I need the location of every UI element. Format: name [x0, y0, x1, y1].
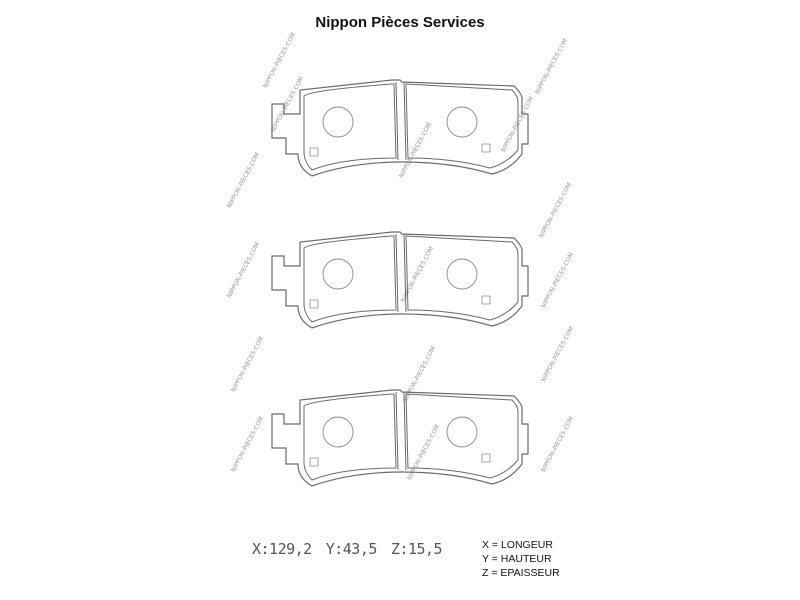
brake-pad-view-2: [271, 231, 529, 329]
brake-pad-view-3: [271, 389, 529, 487]
legend-z: Z = EPAISSEUR: [482, 567, 560, 579]
legend-y: Y = HAUTEUR: [482, 553, 552, 565]
dimension-z: Z:15,5: [390, 540, 443, 558]
dimension-values: X:129,2 Y:43,5 Z:15,5: [252, 540, 456, 558]
brake-pad-view-1: [271, 79, 529, 177]
brand-title: Nippon Pièces Services: [315, 14, 485, 31]
legend-x: X = LONGEUR: [482, 539, 553, 551]
dimension-y: Y:43,5: [325, 540, 378, 558]
dimension-x: X:129,2: [252, 540, 312, 558]
drawing-sheet: [186, 0, 614, 600]
dimension-legend: X = LONGEUR Y = HAUTEUR Z = EPAISSEUR: [482, 538, 560, 580]
